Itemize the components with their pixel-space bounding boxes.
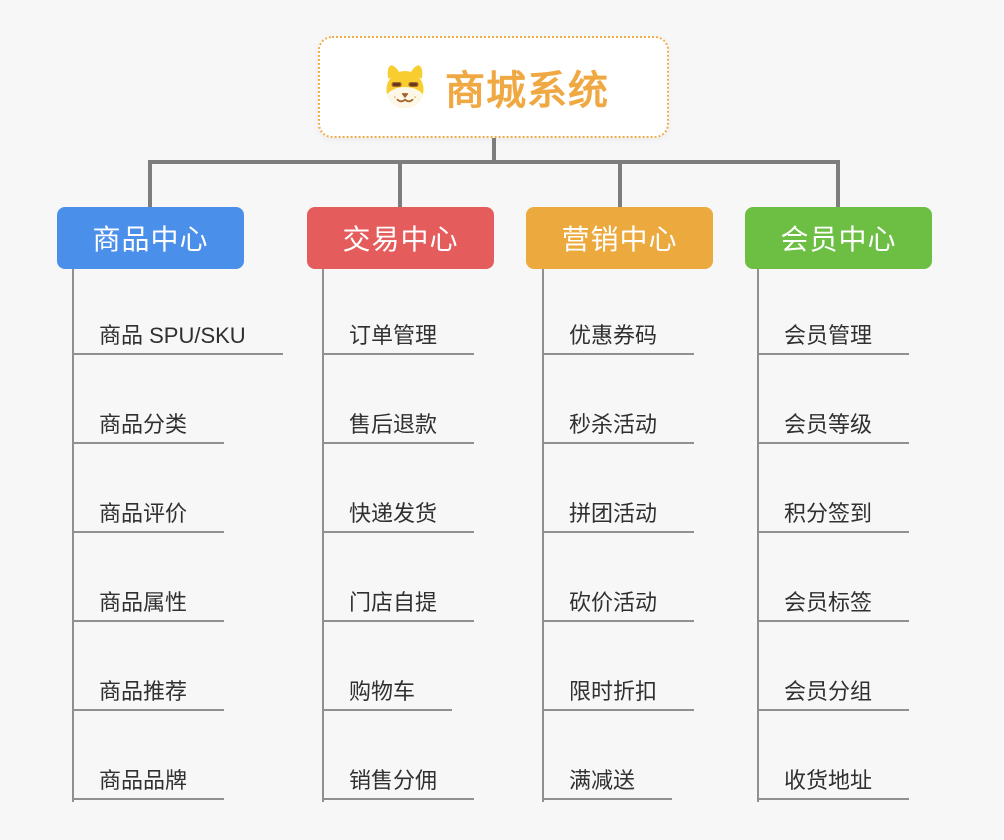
root-title: 商城系统 [445,69,609,113]
leaf-item[interactable]: 商品品牌 [72,764,225,800]
leaf-item[interactable]: 门店自提 [322,586,475,622]
connector-root-drop [492,138,496,162]
leaf-item[interactable]: 商品分类 [72,408,225,444]
leaf-item[interactable]: 拼团活动 [542,497,695,533]
leaf-item[interactable]: 会员管理 [757,319,910,355]
trunk-line [72,269,74,802]
leaf-item[interactable]: 会员标签 [757,586,910,622]
leaf-item[interactable]: 销售分佣 [322,764,475,800]
root-node[interactable]: 商城系统 [318,36,669,138]
leaf-item[interactable]: 积分签到 [757,497,910,533]
connector-horizontal [148,160,840,164]
leaf-item[interactable]: 砍价活动 [542,586,695,622]
branch-box-trade-center[interactable]: 交易中心 [307,207,494,269]
connector-drop-4 [836,160,840,208]
leaf-item[interactable]: 会员等级 [757,408,910,444]
connector-drop-2 [398,160,402,208]
trunk-line [757,269,759,802]
connector-drop-1 [148,160,152,208]
leaf-item[interactable]: 订单管理 [322,319,475,355]
leaf-item[interactable]: 售后退款 [322,408,475,444]
connector-drop-3 [618,160,622,208]
leaf-item[interactable]: 会员分组 [757,675,910,711]
leaf-item[interactable]: 满减送 [542,764,673,800]
branch-box-marketing-center[interactable]: 营销中心 [526,207,713,269]
leaf-item[interactable]: 购物车 [322,675,453,711]
branch-box-product-center[interactable]: 商品中心 [57,207,244,269]
leaf-item[interactable]: 商品评价 [72,497,225,533]
leaf-item[interactable]: 秒杀活动 [542,408,695,444]
leaf-item[interactable]: 商品属性 [72,586,225,622]
shiba-dog-face-icon [378,60,432,114]
branch-box-member-center[interactable]: 会员中心 [745,207,932,269]
leaf-item[interactable]: 限时折扣 [542,675,695,711]
trunk-line [322,269,324,802]
trunk-line [542,269,544,802]
leaf-item[interactable]: 快递发货 [322,497,475,533]
leaf-item[interactable]: 商品 SPU/SKU [72,319,283,355]
leaf-item[interactable]: 优惠券码 [542,319,695,355]
leaf-item[interactable]: 收货地址 [757,764,910,800]
leaf-item[interactable]: 商品推荐 [72,675,225,711]
